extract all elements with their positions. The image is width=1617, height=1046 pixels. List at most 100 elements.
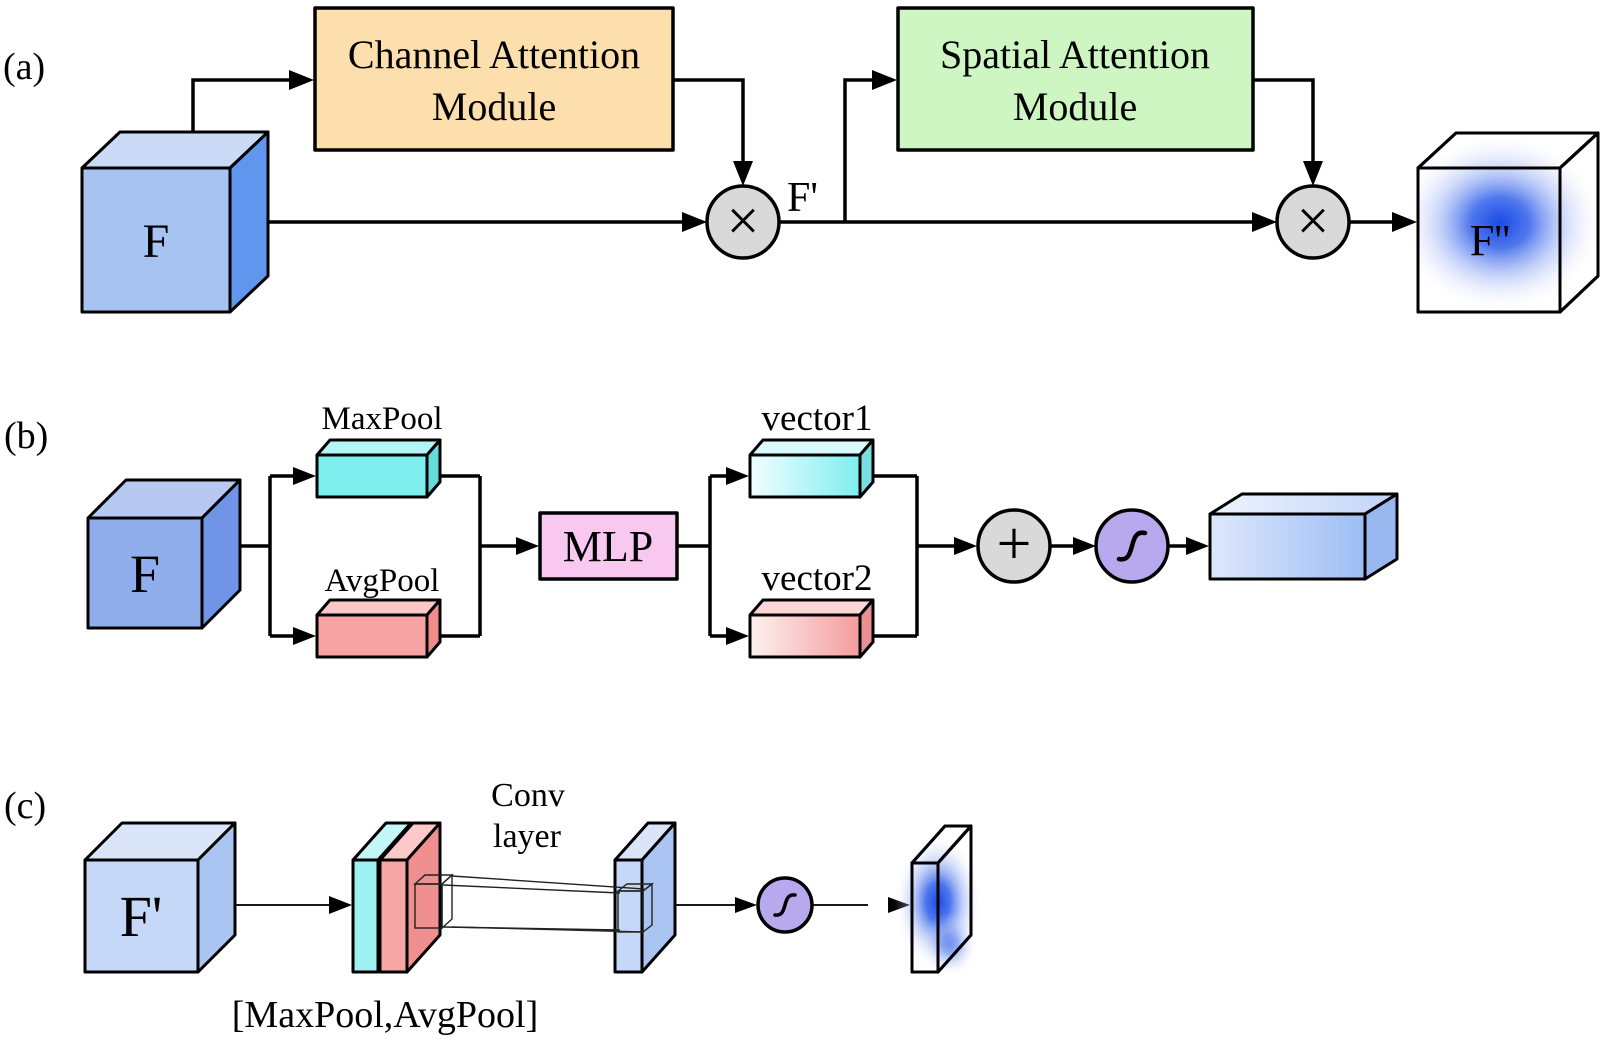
conv-layer-label-line1: Conv [491,777,565,814]
cube-label-fpp: F'' [1470,216,1510,265]
cube-label-f: F [143,215,170,268]
conv-projection-wireframe [442,875,655,934]
cube-label-f: F [130,544,160,604]
arrowhead-into-multiply1 [682,212,707,232]
connector-channel-module-to-multiply1 [673,78,745,163]
multiply-icon: × [727,188,760,253]
conv-output-slab [613,821,677,974]
bar-top-face [748,438,875,457]
mlp-box: MLP [538,511,679,581]
multiply-operator-2: × [1275,184,1351,260]
arrowhead-into-avgpool [293,627,316,645]
section-c: (c) F' [4,777,982,1036]
multiply1-circle [705,184,781,260]
cube-label-fprime: F' [120,884,163,949]
multiply2-circle [1275,184,1351,260]
slab-front-face [613,858,644,974]
conv-kernel-box [413,873,454,930]
bar-front-face [315,453,429,499]
sigmoid-operator [1094,508,1170,584]
concat-label: [MaxPool,AvgPool] [232,994,538,1036]
kernel-side-face [441,873,453,930]
vector1-bar: vector1 [748,398,875,499]
projection-line [442,926,621,931]
kernel-front-face [414,883,443,929]
cube-front-face [80,166,232,314]
cube-front-face [86,516,204,630]
spatial-attention-map-slab [894,824,982,977]
arrowhead-into-concat [329,896,352,914]
output-cube-fpp: F'' [1416,131,1600,314]
target-kernel-side [642,882,653,934]
bar-top-face [315,438,442,457]
vector2-bar: vector2 [748,558,875,659]
avgpool-bar: AvgPool [315,563,442,659]
channel-module-label-line1: Channel Attention [348,32,640,77]
panel-label-a: (a) [3,46,45,88]
arrowhead-into-output-bar [1186,537,1209,555]
channel-attention-output-bar [1208,492,1399,581]
panel-label-c: (c) [4,785,46,827]
avgpool-label: AvgPool [325,563,440,599]
multiply-icon: × [1297,188,1330,253]
vector1-label: vector1 [762,398,873,439]
conv-layer-label-line2: layer [493,818,562,855]
bar-top-face [748,598,875,617]
multiply-operator-1: × [705,184,781,260]
arrowhead-into-vector2 [726,627,749,645]
arrowhead-into-output-cube [1392,212,1417,232]
channel-module-label-line2: Module [432,84,556,129]
add-circle [976,508,1052,584]
bar-front-face [748,613,862,659]
arrowhead-into-sigmoid [735,897,757,913]
spatial-attention-module-box: Spatial Attention Module [896,6,1255,152]
bar-front-face [1208,512,1367,581]
connector-pools-to-mlp [440,474,518,638]
bar-top-face [315,598,442,617]
arrowhead-into-vector1 [726,467,749,485]
connector-branch-to-spatial-module [843,78,874,222]
channel-attention-module-box: Channel Attention Module [313,6,675,152]
attention-blob [1418,133,1598,312]
arrowhead-down-multiply1 [733,161,753,186]
channel-module-rect [313,6,675,152]
bar-front-face [315,613,429,659]
spatial-module-label-line2: Module [1013,84,1137,129]
slab-front-outline [910,861,940,974]
sigmoid-operator [756,876,814,934]
connector-f-to-split [240,474,295,638]
projection-line [442,884,621,894]
arrowhead-into-sigmoid [1073,537,1096,555]
vector2-label: vector2 [762,558,873,599]
feature-cube-fprime: F' [83,821,237,974]
mlp-label: MLP [563,522,653,571]
intermediate-label-fprime: F' [787,175,818,221]
connector-mlp-to-vectors [677,474,728,638]
cube-front-face [83,858,200,974]
feature-cube-f: F [86,478,242,630]
maxpool-bar: MaxPool [315,401,443,499]
arrowhead-into-mlp [516,537,539,555]
cube-front-outline [1416,166,1562,314]
arrowhead-into-channel-module [289,70,314,90]
sigmoid-icon [1116,530,1148,562]
maxpool-label: MaxPool [321,401,442,437]
concat-pooled-slabs [351,821,442,974]
spatial-module-label-line1: Spatial Attention [940,32,1210,77]
feature-cube-f: F [80,130,270,314]
maxpool-slab-front-face [351,858,380,974]
section-a: (a) F Channel Attention Module [3,6,1600,314]
arrowhead-into-spatial-module [872,70,897,90]
spatial-module-rect [896,6,1255,152]
connector-spatial-module-to-multiply2 [1253,78,1315,163]
connector-vectors-to-add [873,474,956,638]
arrowhead-into-multiply2 [1252,212,1277,232]
arrowhead-into-maxpool [293,467,316,485]
bar-front-face [748,453,862,499]
arrowhead-down-multiply2 [1303,161,1323,186]
projection-line [451,875,645,890]
panel-label-b: (b) [4,415,48,457]
attention-blob-glow [922,913,978,977]
add-operator: + [976,508,1052,584]
